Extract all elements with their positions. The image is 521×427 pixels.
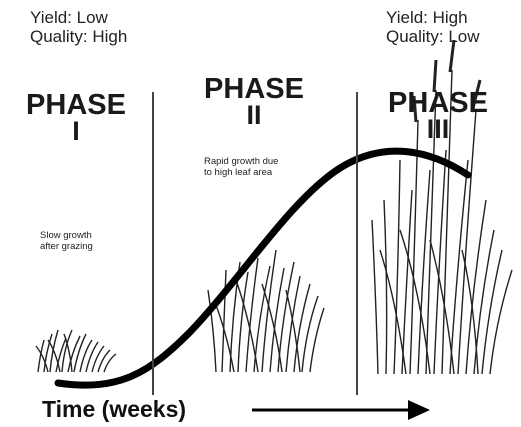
phase-3-title: PHASE III xyxy=(380,87,496,144)
phase-2-numeral: II xyxy=(246,100,262,130)
top-left-label: Yield: Low Quality: High xyxy=(30,8,127,46)
quality-low-text: Quality: Low xyxy=(386,27,480,46)
time-axis-label: Time (weeks) xyxy=(42,396,187,422)
time-arrow xyxy=(252,400,430,420)
phase-2-word: PHASE xyxy=(204,73,304,105)
growth-curve xyxy=(54,147,472,389)
phase-2-note: Rapid growth due to high leaf area xyxy=(204,156,279,178)
quality-high-text: Quality: High xyxy=(30,27,128,46)
yield-high-text: Yield: High xyxy=(386,8,468,27)
grass-clump-phase-1 xyxy=(35,329,117,373)
grass-clump-phase-2 xyxy=(207,249,325,373)
phase-3-word: PHASE xyxy=(388,87,488,119)
phase-1-word: PHASE xyxy=(26,89,126,121)
phase-divider-1-2 xyxy=(152,92,154,395)
phase-2-title: PHASE II xyxy=(196,73,312,130)
top-right-label: Yield: High Quality: Low xyxy=(386,8,480,46)
phase-divider-2-3 xyxy=(356,92,358,395)
phase-1-numeral: I xyxy=(72,116,80,146)
yield-low-text: Yield: Low xyxy=(30,8,108,27)
phase-3-numeral: III xyxy=(426,114,450,144)
phase-1-note: Slow growth after grazing xyxy=(40,230,93,252)
grass-clump-phase-3 xyxy=(371,39,513,375)
phase-1-title: PHASE I xyxy=(20,89,132,146)
